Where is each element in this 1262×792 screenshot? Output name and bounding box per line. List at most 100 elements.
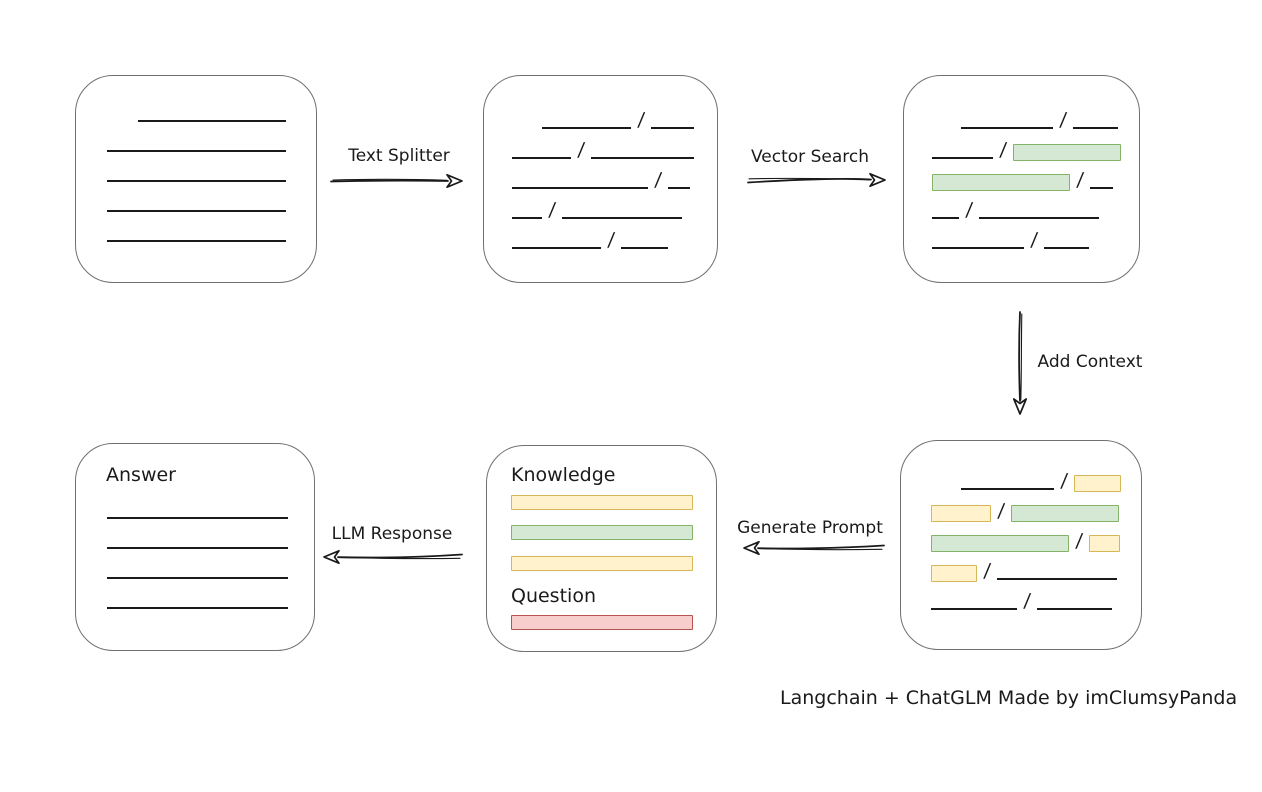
text-row: [107, 152, 286, 182]
document-box: [75, 75, 317, 283]
yellow-highlight-bar: [1089, 535, 1121, 552]
split-chunks-rows: /////: [512, 99, 695, 251]
slash-separator: /: [1074, 530, 1084, 552]
text-line: [512, 187, 648, 189]
text-row: [107, 549, 288, 579]
text-row: /: [932, 219, 1121, 251]
yellow-highlight-bar: [931, 505, 991, 522]
vector-search-result-rows: / / / / /: [932, 99, 1122, 251]
prompt-box: Knowledge Question: [486, 445, 717, 652]
text-row: /: [932, 99, 1121, 131]
slash-separator: /: [547, 199, 557, 221]
text-line: [1037, 608, 1113, 610]
text-row: [107, 519, 288, 549]
text-line: [961, 127, 1053, 129]
text-line: [107, 607, 288, 609]
text-line: [107, 547, 288, 549]
vector-search-label: Vector Search: [751, 147, 869, 167]
text-line: [107, 180, 286, 182]
slash-separator: /: [964, 199, 974, 221]
text-line: [621, 247, 669, 249]
text-line: [961, 488, 1054, 490]
caption-text: Langchain + ChatGLM Made by imClumsyPand…: [780, 687, 1238, 709]
text-line: [512, 157, 571, 159]
text-row: [107, 579, 288, 609]
slash-separator: /: [996, 500, 1006, 522]
generate-prompt-label: Generate Prompt: [737, 518, 883, 538]
text-splitter-arrow: [330, 173, 463, 189]
slash-separator: /: [636, 109, 646, 131]
knowledge-yellow-bar-2: [511, 556, 693, 571]
knowledge-label: Knowledge: [511, 464, 616, 486]
text-row: /: [932, 159, 1121, 191]
text-line: [932, 247, 1024, 249]
text-line: [1044, 247, 1090, 249]
green-highlight-bar: [932, 174, 1070, 191]
slash-separator: /: [606, 229, 616, 251]
green-highlight-bar: [1013, 144, 1122, 161]
text-line: [932, 157, 993, 159]
slash-separator: /: [576, 139, 586, 161]
text-row: /: [512, 159, 694, 191]
text-row: /: [932, 189, 1121, 221]
text-row: /: [932, 129, 1122, 161]
llm-response-label: LLM Response: [331, 524, 453, 544]
vector-search-result-box: / / / / /: [903, 75, 1140, 283]
text-line: [931, 608, 1017, 610]
slash-separator: /: [1058, 109, 1068, 131]
answer-label: Answer: [106, 464, 176, 486]
text-line: [997, 578, 1118, 580]
text-line: [979, 217, 1100, 219]
slash-separator: /: [1022, 590, 1032, 612]
green-highlight-bar: [1011, 505, 1120, 522]
text-row: [107, 122, 286, 152]
document-text-lines: [107, 92, 286, 242]
text-line: [562, 217, 683, 219]
question-label: Question: [511, 585, 596, 607]
text-row: /: [512, 189, 694, 221]
text-row: /: [931, 490, 1121, 522]
text-row: [107, 92, 286, 122]
text-line: [107, 517, 288, 519]
text-row: [107, 212, 286, 242]
text-row: /: [931, 550, 1121, 582]
split-chunks-box: /////: [483, 75, 718, 283]
slash-separator: /: [1059, 470, 1069, 492]
add-context-arrow: [1012, 311, 1028, 415]
text-line: [651, 127, 695, 129]
text-line: [591, 157, 695, 159]
text-row: /: [512, 219, 694, 251]
slash-separator: /: [998, 139, 1008, 161]
slash-separator: /: [1029, 229, 1039, 251]
text-line: [107, 150, 286, 152]
slash-separator: /: [1075, 169, 1085, 191]
context-rows: / / / / /: [931, 460, 1122, 612]
question-red-bar: [511, 615, 693, 630]
text-line: [138, 120, 286, 122]
add-context-label: Add Context: [1037, 352, 1143, 372]
text-row: /: [512, 99, 695, 131]
text-row: [107, 489, 288, 519]
text-line: [107, 577, 288, 579]
text-line: [668, 187, 691, 189]
llm-response-arrow: [323, 549, 463, 565]
text-line: [542, 127, 631, 129]
slash-separator: /: [982, 560, 992, 582]
text-line: [512, 217, 542, 219]
knowledge-green-bar: [511, 525, 693, 540]
answer-box: Answer: [75, 443, 315, 651]
text-line: [107, 240, 286, 242]
yellow-highlight-bar: [1074, 475, 1122, 492]
yellow-highlight-bar: [931, 565, 977, 582]
text-row: [107, 182, 286, 212]
text-line: [932, 217, 959, 219]
text-splitter-label: Text Splitter: [348, 146, 450, 166]
text-row: /: [512, 129, 695, 161]
text-line: [512, 247, 601, 249]
context-box: / / / / /: [900, 440, 1142, 650]
text-line: [1090, 187, 1114, 189]
vector-search-arrow: [747, 172, 886, 188]
text-line: [107, 210, 286, 212]
generate-prompt-arrow: [743, 540, 885, 556]
text-line: [1073, 127, 1119, 129]
